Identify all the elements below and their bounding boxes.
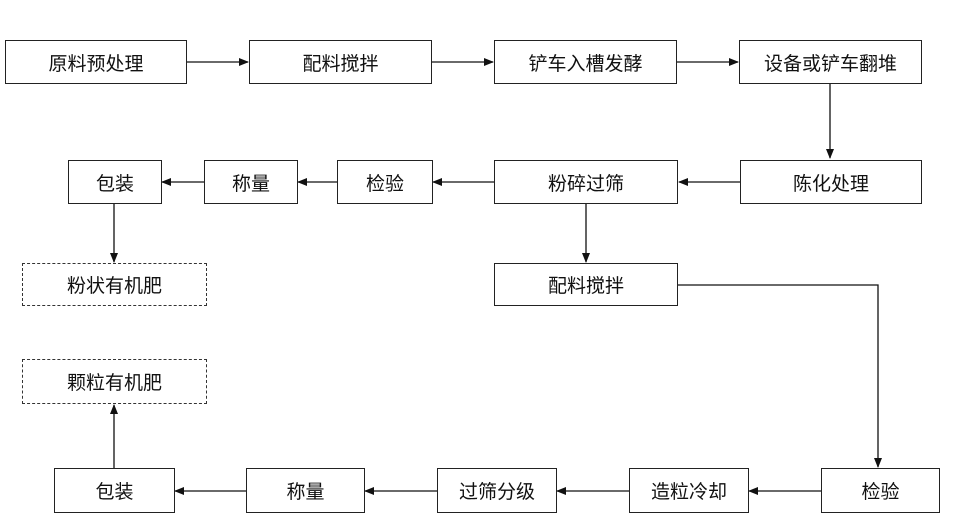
box-pack-2: 包装 bbox=[54, 468, 175, 513]
box-crush-sieve: 粉碎过筛 bbox=[494, 160, 678, 204]
box-loader-tank-ferment: 铲车入槽发酵 bbox=[494, 40, 677, 84]
box-pack-1: 包装 bbox=[68, 160, 162, 204]
box-mix-stir-1: 配料搅拌 bbox=[249, 40, 432, 84]
box-weigh-2: 称量 bbox=[246, 468, 365, 513]
box-granulate-cool: 造粒冷却 bbox=[629, 468, 749, 513]
box-weigh-1: 称量 bbox=[204, 160, 298, 204]
arrow-mix2-to-inspect2 bbox=[678, 284, 882, 468]
box-inspect-1: 检验 bbox=[337, 160, 433, 204]
box-equip-loader-turn: 设备或铲车翻堆 bbox=[739, 40, 922, 84]
box-sieve-grade: 过筛分级 bbox=[437, 468, 557, 513]
box-mix-stir-2: 配料搅拌 bbox=[494, 263, 678, 306]
box-inspect-2: 检验 bbox=[821, 468, 940, 513]
box-granular-fertilizer: 颗粒有机肥 bbox=[22, 359, 207, 404]
box-raw-pretreatment: 原料预处理 bbox=[5, 40, 187, 84]
box-aging: 陈化处理 bbox=[740, 160, 922, 204]
box-powder-fertilizer: 粉状有机肥 bbox=[22, 263, 207, 306]
